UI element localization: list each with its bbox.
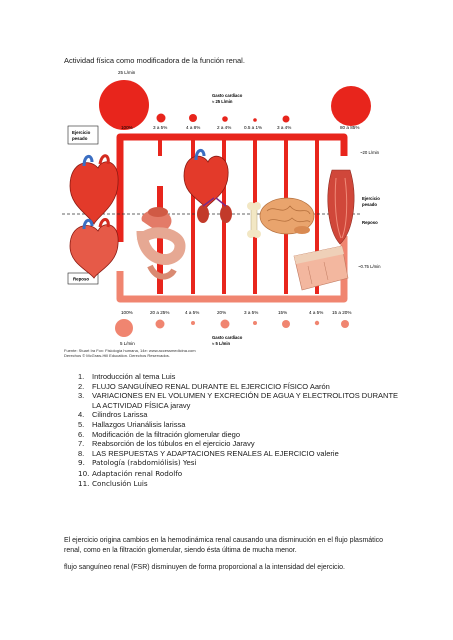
ex-pct-3: 4 a 8% [186, 125, 200, 130]
right-rest-label: Reposo [362, 220, 378, 225]
heavy-exercise-label-1: Ejercicio [72, 130, 91, 135]
rest-pct-4: 20% [217, 310, 226, 315]
ex-pct-4: 2 a 4% [217, 125, 231, 130]
exercise-total-circle [99, 80, 149, 130]
skin-icon [293, 245, 349, 291]
heart-exercise-icon [69, 154, 119, 225]
agenda-item: 1.Introducción al tema Luis [78, 372, 176, 381]
rest-pct-1: 100% [121, 310, 133, 315]
agenda-item: 5.Hallazgos Urianálisis larissa [78, 419, 186, 429]
bone-icon [247, 202, 261, 238]
paragraph-renal-flow: flujo sanguíneo renal (FSR) disminuyen d… [64, 564, 345, 571]
rest-circle-brain [282, 320, 290, 328]
rest-pct-6: 15% [278, 310, 287, 315]
ex-pct-6: 3 a 4% [277, 125, 291, 130]
exercise-main-pipe [116, 133, 348, 242]
rest-pct-7: 4 a 5% [309, 310, 323, 315]
right-exercise-label-2: pesado [362, 202, 377, 207]
rest-pct-2: 20 a 25% [150, 310, 169, 315]
agenda-item: 9.Patología (rabdomiólisis) Yesi [78, 458, 197, 468]
exercise-circle-bone [222, 116, 228, 122]
blood-flow-figure: 25 L/min Gasto cardíaco ≈ 25 L/min 100% … [62, 66, 388, 358]
source-credit-line-1: Fuente: Stuart Ira Fox: Fisiología human… [64, 348, 196, 353]
rest-label-left: Reposo [73, 277, 89, 282]
heavy-exercise-label-2: pesado [72, 136, 88, 141]
agenda-item: 4.Cilindros Larissa [78, 410, 148, 420]
agenda-item: 7.Reabsorción de los túbulos en el ejerc… [78, 439, 255, 449]
heart-rest-icon [69, 218, 119, 279]
exercise-circle-muscle [331, 86, 371, 126]
cardiac-output-exercise-1: Gasto cardíaco [212, 93, 243, 98]
paragraph-hemodynamics: El ejercicio origina cambios en la hemod… [64, 537, 384, 554]
digestive-tract-icon [136, 207, 186, 280]
exercise-circle-brain [253, 118, 257, 122]
page-title: Actividad física como modificadora de la… [64, 56, 245, 65]
exercise-circle-kidney [189, 114, 197, 122]
rest-total-circle [115, 319, 133, 337]
flow-exercise-label: ~20 L/min [360, 150, 380, 155]
agenda-item: 8.LAS RESPUESTAS Y ADAPTACIONES RENALES … [78, 448, 339, 458]
rest-pct-8: 15 a 20% [332, 310, 351, 315]
ex-pct-5: 0.5 a 1% [244, 125, 262, 130]
top-circle-label: 25 L/min [118, 70, 136, 75]
rest-pct-3: 4 a 5% [185, 310, 199, 315]
rest-circle-coronary [191, 321, 195, 325]
ex-pct-7: 80 a 85% [340, 125, 359, 130]
kidneys-icon [197, 197, 232, 223]
muscle-icon [327, 169, 355, 245]
source-credit: Fuente: Stuart Ira Fox: Fisiología human… [64, 348, 196, 358]
rest-circle-kidney [220, 319, 230, 329]
flow-rest-label: ~0.75 L/min [358, 264, 381, 269]
cardiac-output-rest-2: ≈ 5 L/min [212, 341, 231, 346]
cardiac-output-exercise-2: ≈ 25 L/min [212, 99, 233, 104]
exercise-circle-gi [156, 113, 166, 123]
rest-circle-gi [155, 319, 165, 329]
brain-icon [259, 197, 315, 235]
agenda-list: 1.Introducción al tema Luis 2.FLUJO SANG… [64, 372, 404, 489]
rest-circle-label: 5 L/min [120, 341, 135, 346]
agenda-item: 10.Adaptación renal Rodolfo [78, 468, 183, 478]
ex-pct-2: 3 a 5% [153, 125, 167, 130]
agenda-item: 6.Modificación de la filtración glomerul… [78, 429, 240, 439]
cardiac-output-rest-1: Gasto cardíaco [212, 335, 243, 340]
agenda-item: 2.FLUJO SANGUÍNEO RENAL DURANTE EL EJERC… [78, 381, 330, 391]
rest-circle-bone [253, 321, 257, 325]
rest-circle-skin [314, 320, 320, 326]
right-exercise-label-1: Ejercicio [362, 196, 380, 201]
heart-coronary-icon [183, 149, 229, 209]
ex-pct-1: 100% [121, 125, 133, 130]
agenda-item: 11.Conclusión Luis [78, 478, 148, 488]
source-credit-line-2: Derechos © McGraw-Hill Education. Derech… [64, 353, 170, 358]
rest-pct-5: 3 a 5% [244, 310, 258, 315]
rest-circle-muscle [341, 320, 349, 328]
agenda-item: 3.VARIACIONES EN EL VOLUMEN Y EXCRECIÓN … [78, 391, 399, 410]
exercise-circle-skin [282, 115, 290, 123]
